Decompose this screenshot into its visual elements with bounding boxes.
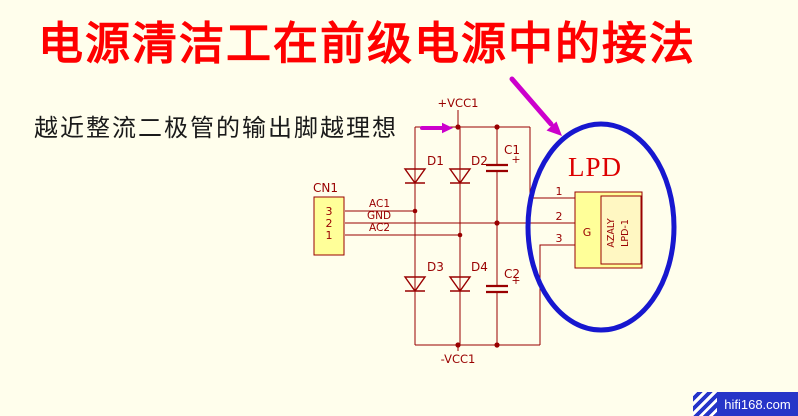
wire-lpd-pin3: [539, 244, 575, 345]
net-label-gnd: GND: [367, 210, 391, 222]
lpd-pin-number: 3: [556, 232, 563, 245]
net-labels: +VCC1 -VCC1 CN1 3 2 1 AC1 GND AC2 D1 D2 …: [313, 96, 631, 366]
junction-dot: [457, 232, 463, 238]
arrow-to-lpd: [509, 76, 562, 136]
watermark-text: hifi168.com: [724, 396, 791, 412]
junction-dot: [494, 124, 500, 130]
capacitor-c1-symbol: [486, 163, 508, 173]
connector-pin-number: 1: [326, 229, 333, 242]
diode-d4-symbol: [448, 276, 472, 293]
lpd-callout-label: LPD: [568, 152, 623, 182]
subtitle-note: 越近整流二极管的输出脚越理想: [34, 116, 398, 142]
junction-dot: [494, 342, 500, 348]
junction-dot: [455, 124, 461, 130]
lpd-device-name-line2: LPD-1: [620, 219, 631, 247]
watermark: hifi168.com: [693, 392, 798, 416]
highlight-ellipse: [525, 121, 677, 333]
diode-d4-label: D4: [471, 260, 488, 274]
lpd-pin-number: 2: [556, 210, 563, 223]
capacitor-c1-polarity: +: [511, 153, 520, 166]
diode-d1-symbol: [403, 168, 427, 185]
annotation-arrows: [420, 76, 562, 136]
lpd-device-name-line1: AZALY: [606, 218, 617, 248]
capacitor-symbols: [486, 163, 508, 294]
connector-cn1-box: [313, 196, 345, 256]
capacitor-c2-label: C2: [504, 267, 520, 281]
watermark-logo: [693, 392, 717, 416]
connector-designator: CN1: [313, 181, 338, 195]
lpd-gate-label: G: [583, 226, 592, 239]
arrow-to-vcc-junction: [420, 122, 453, 134]
page-title: 电源清洁工在前级电源中的接法: [38, 19, 697, 69]
junction-dot: [494, 220, 500, 226]
diode-d2-label: D2: [471, 154, 488, 168]
lpd-pin-number: 1: [556, 185, 563, 198]
connector-pin-number: 2: [326, 217, 333, 230]
diode-d3-label: D3: [427, 260, 444, 274]
diode-d1-label: D1: [427, 154, 444, 168]
diode-d2-symbol: [448, 168, 472, 185]
capacitor-c2-symbol: [486, 284, 508, 294]
lpd-device-inner-box: [600, 195, 642, 265]
net-label-ac2: AC2: [369, 222, 390, 234]
diode-d3-symbol: [403, 276, 427, 293]
vcc-negative-label: -VCC1: [441, 352, 476, 366]
capacitor-c2-polarity: +: [511, 274, 520, 287]
junction-dots: [412, 124, 500, 348]
diode-symbols: [403, 168, 472, 293]
connector-pin-number: 3: [326, 205, 333, 218]
junction-dot: [412, 208, 418, 214]
vcc-positive-label: +VCC1: [438, 96, 479, 110]
net-label-ac1: AC1: [369, 198, 390, 210]
capacitor-c1-label: C1: [504, 143, 520, 157]
junction-dot: [455, 342, 461, 348]
